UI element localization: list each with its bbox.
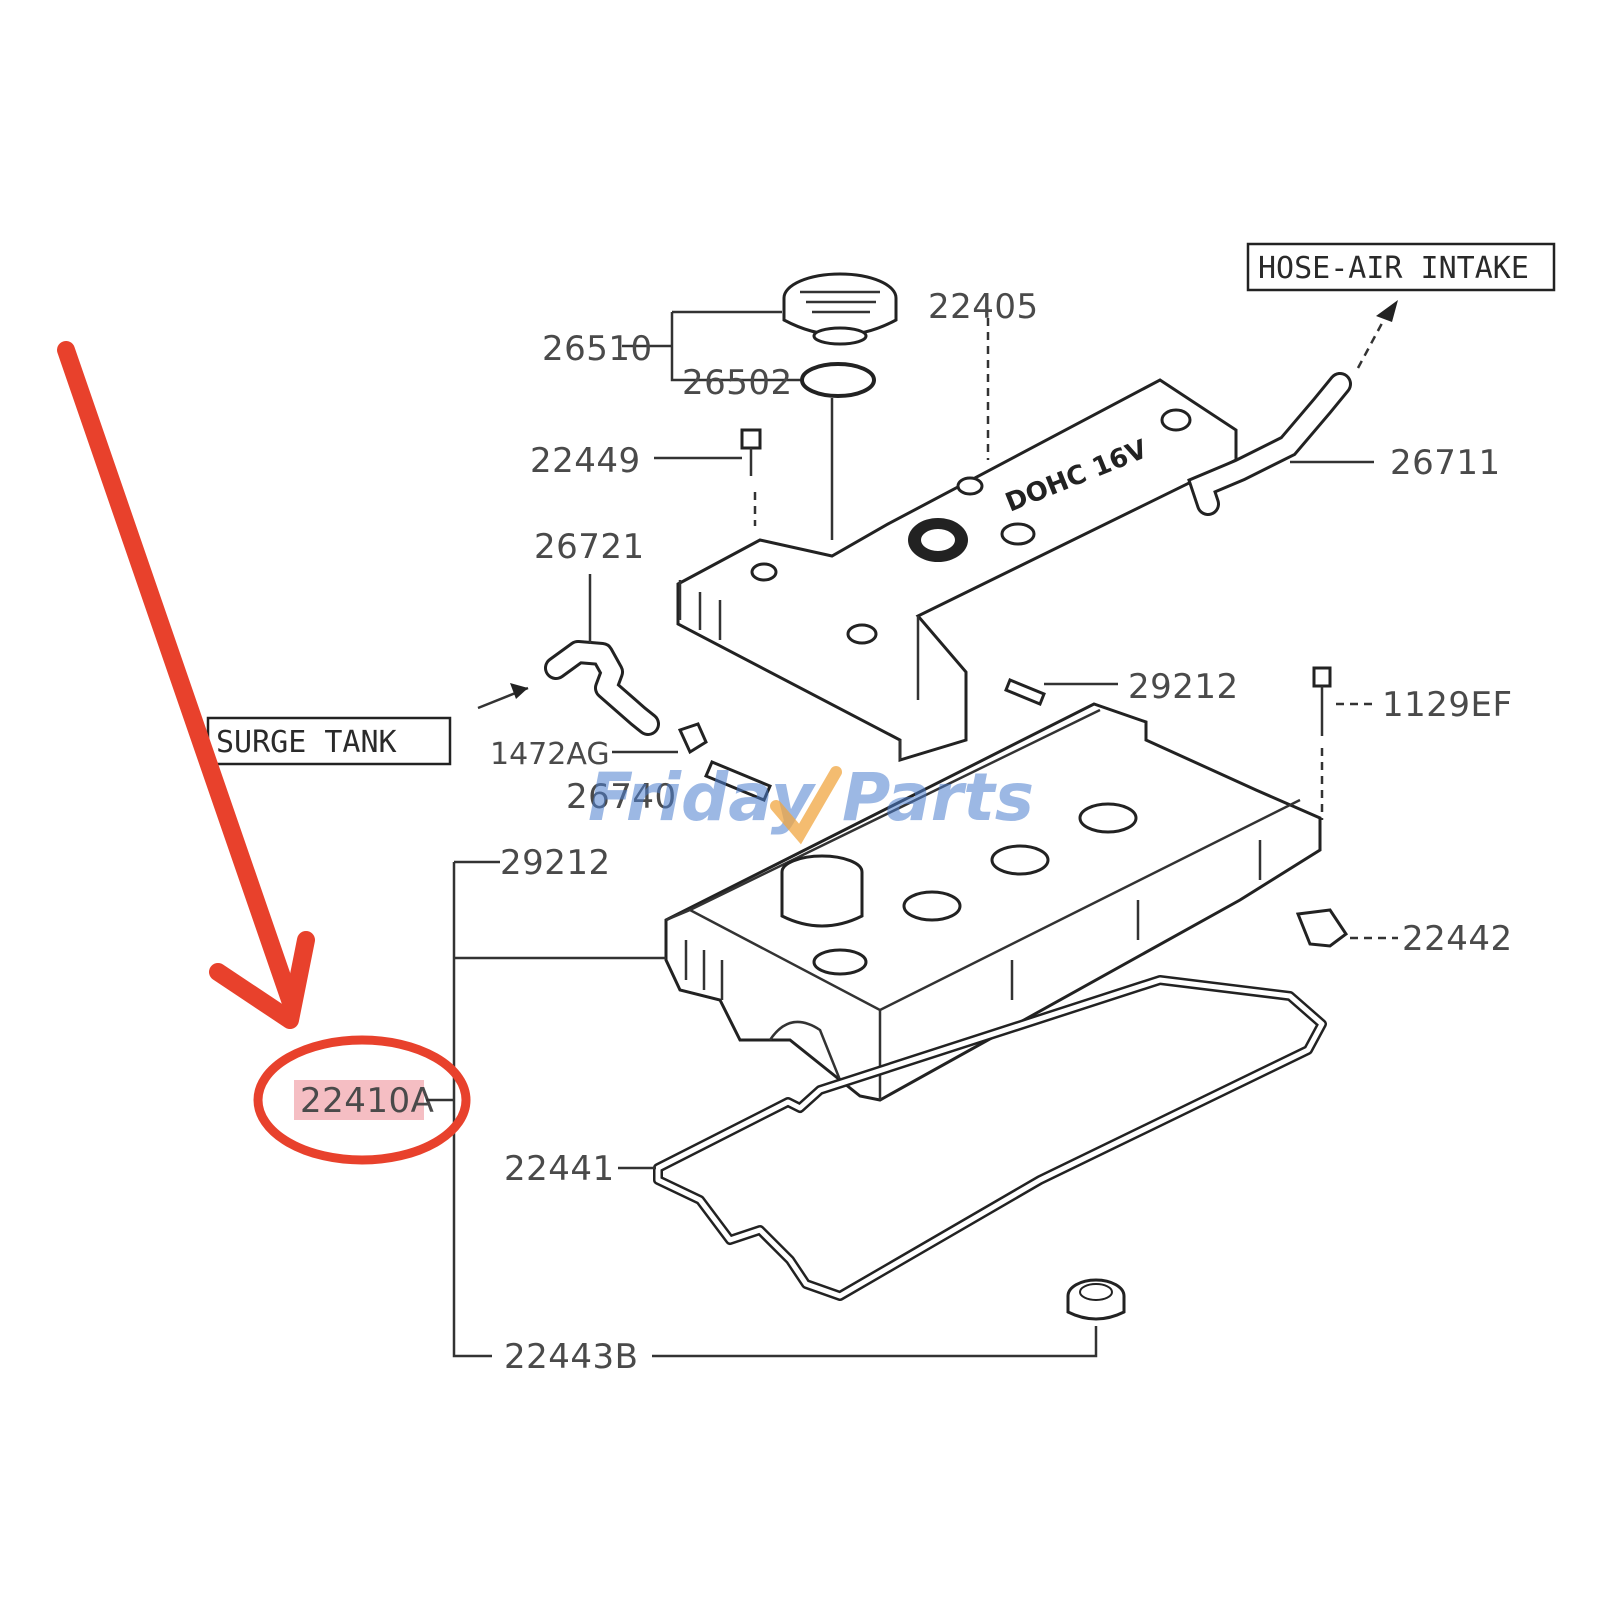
label-26502: 26502 <box>682 363 793 403</box>
cap-22442 <box>1295 908 1349 948</box>
rocker-cover <box>664 702 1322 1102</box>
bolt-1129ef <box>1312 666 1332 820</box>
label-26711: 26711 <box>1390 443 1501 483</box>
pcv-26740 <box>704 760 772 802</box>
surge-tank-box: SURGE TANK <box>206 716 452 766</box>
label-26740: 26740 <box>566 777 677 817</box>
hose-air-intake-label: HOSE-AIR INTAKE <box>1258 251 1529 286</box>
label-29212-left: 29212 <box>500 843 611 883</box>
label-1129ef: 1129EF <box>1382 685 1513 725</box>
watermark-parts: Parts <box>842 759 1034 836</box>
watermark: Friday Parts <box>588 759 1034 845</box>
gasket-22441 <box>653 975 1327 1301</box>
label-22410a: 22410A <box>300 1081 434 1121</box>
hose-air-intake-box: HOSE-AIR INTAKE <box>1246 242 1556 292</box>
surge-tank-arrow <box>477 683 529 710</box>
hose-26711 <box>1187 372 1352 516</box>
label-22442: 22442 <box>1402 919 1513 959</box>
o-ring <box>800 362 876 398</box>
hose-26721 <box>544 640 660 736</box>
clip-1472ag <box>677 722 708 755</box>
air-intake-arrow <box>1356 300 1398 369</box>
bolt-22449 <box>740 428 762 526</box>
watermark-check-icon <box>770 766 842 845</box>
label-1472ag: 1472AG <box>490 737 610 772</box>
label-22449: 22449 <box>530 441 641 481</box>
label-22441: 22441 <box>504 1149 615 1189</box>
watermark-friday: Friday <box>588 759 817 836</box>
assembly-bracket <box>452 862 492 1358</box>
label-26721: 26721 <box>534 527 645 567</box>
highlight-22410a <box>294 1080 424 1120</box>
annotation-circle <box>253 1035 471 1165</box>
bolt-29212-top <box>1004 678 1046 706</box>
leader-22443b <box>652 1326 1098 1358</box>
engine-cover: DOHC 16V <box>676 378 1238 763</box>
surge-tank-label: SURGE TANK <box>216 725 397 760</box>
annotation-arrow <box>57 341 315 1029</box>
label-29212-top: 29212 <box>1128 667 1239 707</box>
leader-26510 <box>670 310 800 382</box>
oil-filler-cap <box>782 272 898 346</box>
label-26510: 26510 <box>542 329 653 369</box>
plug-seal-22443b <box>1066 1278 1126 1321</box>
label-22405: 22405 <box>928 287 1039 327</box>
label-22443b: 22443B <box>504 1337 638 1377</box>
